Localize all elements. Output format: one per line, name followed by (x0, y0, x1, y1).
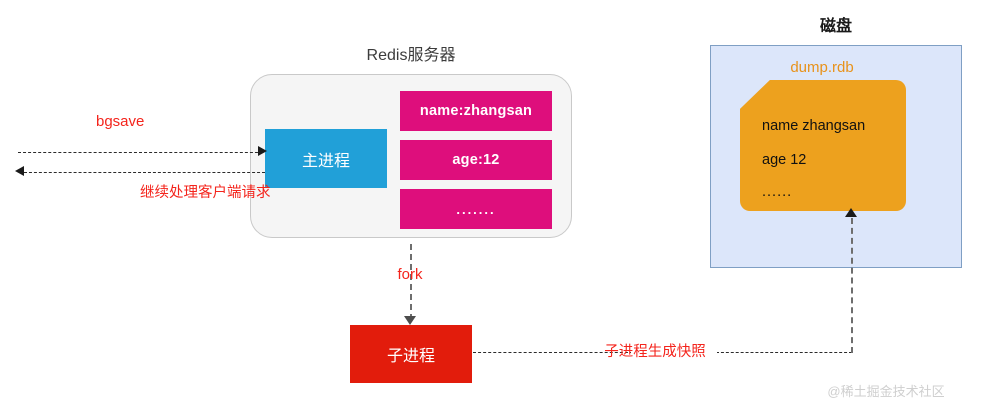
client-reply-arrow-icon (15, 166, 24, 176)
bgsave-arrow-icon (258, 146, 267, 156)
snapshot-arrow-icon (845, 208, 857, 217)
fork-arrow-icon (404, 316, 416, 325)
child-process-box[interactable]: 子进程 (350, 325, 472, 383)
main-process-label: 主进程 (301, 152, 350, 170)
continue-serving-annotation: 继续处理客户端请求 (140, 185, 271, 201)
bgsave-annotation: bgsave (96, 113, 145, 130)
client-reply-connector-line (24, 172, 265, 173)
memory-row-label: age:12 (452, 152, 500, 168)
fork-connector-line (410, 244, 412, 320)
bgsave-connector-line (18, 152, 263, 153)
memory-row: name:zhangsan (400, 91, 552, 131)
disk-title: 磁盘 (819, 18, 853, 35)
snapshot-annotation-backdrop (631, 341, 717, 363)
child-process-label: 子进程 (386, 348, 435, 365)
redis-server-title: Redis服务器 (366, 47, 456, 64)
rdb-line: name zhangsan (762, 118, 866, 134)
dump-rdb-file-label: dump.rdb (790, 59, 854, 76)
rdb-line: ...... (762, 184, 793, 200)
memory-row-label: name:zhangsan (419, 103, 533, 119)
snapshot-annotation: 子进程生成快照 (604, 344, 706, 360)
rdb-snapshot-blob: name zhangsan age 12 ...... (740, 80, 906, 211)
memory-row: ....... (400, 189, 552, 229)
memory-row-label: ....... (456, 201, 496, 217)
fork-annotation: fork (397, 266, 423, 283)
main-process-box[interactable]: 主进程 (265, 129, 387, 188)
snapshot-connector-line-vertical (851, 218, 853, 353)
rdb-line: age 12 (762, 152, 807, 168)
memory-row: age:12 (400, 140, 552, 180)
watermark: @稀土掘金技术社区 (827, 384, 945, 399)
snapshot-connector-line-right (716, 352, 852, 353)
snapshot-connector-line-left (473, 352, 633, 353)
